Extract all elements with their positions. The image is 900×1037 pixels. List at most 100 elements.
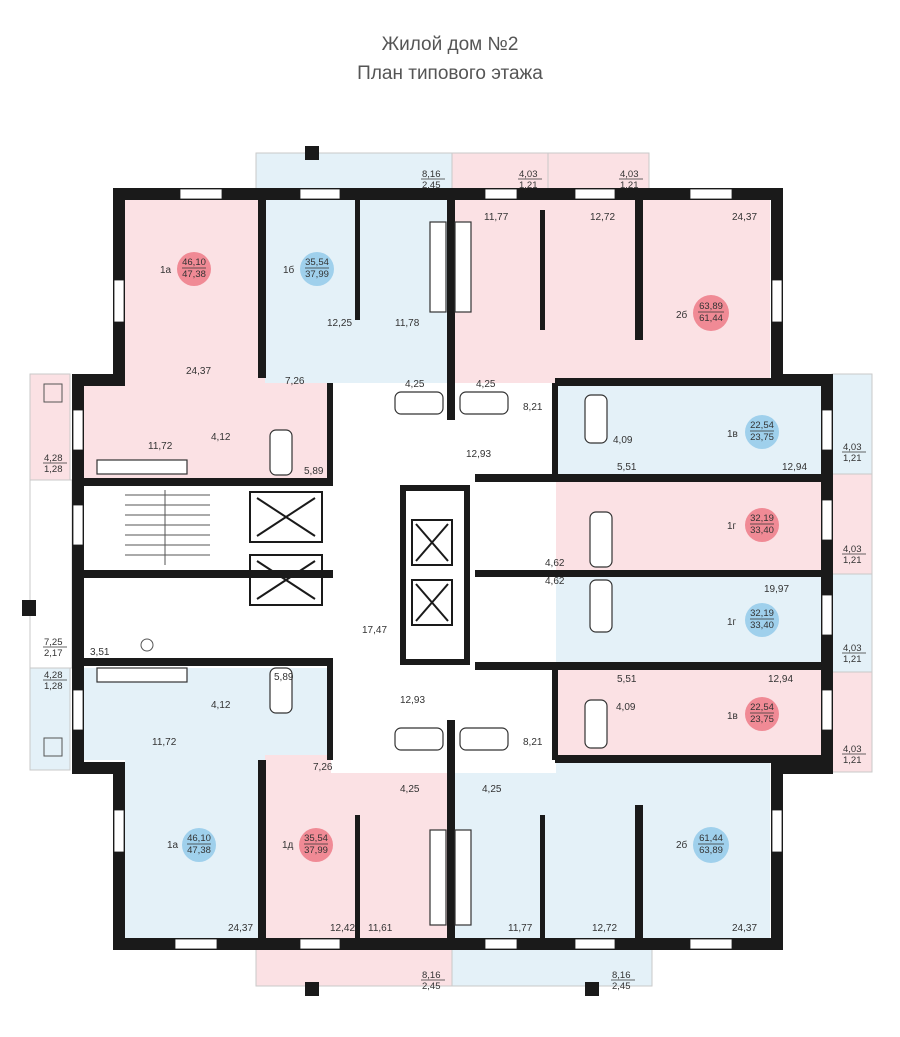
- wall: [821, 374, 833, 772]
- svg-text:46,10: 46,10: [187, 833, 211, 844]
- svg-text:32,19: 32,19: [750, 608, 774, 619]
- svg-text:4,03: 4,03: [843, 442, 862, 453]
- apartment-marker: 1б 35,54 37,99: [283, 252, 334, 286]
- plan-subtitle: План типового этажа: [357, 63, 543, 84]
- balcony-top-right: [547, 152, 650, 192]
- area-label: 11,77: [508, 923, 533, 934]
- apartment-marker: 1а 46,10 47,38: [160, 252, 211, 286]
- svg-text:37,99: 37,99: [305, 269, 329, 280]
- svg-text:47,38: 47,38: [187, 845, 211, 856]
- svg-text:1в: 1в: [727, 429, 738, 440]
- balconies: [22, 146, 873, 996]
- area-label: 7,26: [285, 376, 305, 387]
- wall: [258, 760, 266, 940]
- wall: [83, 478, 333, 486]
- area-label: 17,47: [362, 625, 387, 636]
- area-label: 4,12: [211, 700, 231, 711]
- wall: [771, 762, 833, 774]
- svg-text:23,75: 23,75: [750, 432, 774, 443]
- wall: [447, 200, 455, 420]
- svg-text:33,40: 33,40: [750, 525, 774, 536]
- svg-text:2б: 2б: [676, 309, 688, 321]
- walls: [72, 188, 833, 950]
- wall: [327, 665, 333, 760]
- wall: [400, 485, 406, 665]
- area-label: 19,97: [764, 584, 789, 595]
- wall: [113, 188, 453, 200]
- wall: [72, 374, 84, 772]
- svg-text:1,21: 1,21: [843, 654, 862, 665]
- area-label: 12,93: [466, 449, 491, 460]
- balcony-label: 4,03 1,21: [518, 169, 542, 191]
- wall: [475, 474, 825, 482]
- balcony-label: 4,03 1,21: [842, 544, 866, 566]
- wall: [475, 662, 825, 670]
- area-label: 12,42: [330, 923, 355, 934]
- wall: [113, 762, 125, 948]
- wall: [552, 383, 558, 478]
- wall: [635, 805, 643, 940]
- wall: [771, 762, 783, 948]
- wall: [72, 762, 125, 774]
- wall: [555, 755, 825, 763]
- area-label: 7,26: [313, 762, 333, 773]
- svg-text:32,19: 32,19: [750, 513, 774, 524]
- svg-text:1в: 1в: [727, 711, 738, 722]
- balcony-label: 4,03 1,21: [842, 744, 866, 766]
- apartment-marker: 2б 61,44 63,89: [676, 827, 729, 863]
- balcony-left-mid: [29, 479, 73, 669]
- area-label: 12,72: [590, 212, 615, 223]
- area-label: 5,89: [274, 672, 294, 683]
- area-label: 12,93: [400, 695, 425, 706]
- svg-text:2б: 2б: [676, 839, 688, 851]
- area-label: 4,09: [613, 435, 633, 446]
- balcony-label: 4,28 1,28: [43, 453, 67, 475]
- svg-text:22,54: 22,54: [750, 420, 774, 431]
- svg-text:1,21: 1,21: [519, 180, 538, 191]
- room-2b-top: [450, 198, 770, 383]
- area-label: 5,51: [617, 674, 637, 685]
- apartment-marker: 1в 22,54 23,75: [727, 415, 779, 449]
- area-label: 24,37: [732, 923, 757, 934]
- wall: [635, 200, 643, 340]
- svg-text:4,03: 4,03: [843, 744, 862, 755]
- svg-text:1б: 1б: [283, 264, 295, 276]
- svg-text:8,16: 8,16: [422, 169, 441, 180]
- area-label: 3,51: [90, 647, 110, 658]
- balcony-label: 4,03 1,21: [619, 169, 643, 191]
- room-1a-top: [125, 198, 265, 383]
- svg-text:1,21: 1,21: [843, 555, 862, 566]
- svg-text:1,21: 1,21: [843, 453, 862, 464]
- fixtures: [96, 221, 613, 926]
- area-label: 11,77: [484, 212, 509, 223]
- apartment-marker: 2б 63,89 61,44: [676, 295, 729, 331]
- wall: [540, 815, 545, 940]
- area-label: 5,89: [304, 466, 324, 477]
- svg-text:7,25: 7,25: [44, 637, 63, 648]
- corridor: [331, 383, 556, 773]
- wall: [400, 485, 470, 491]
- balcony-label: 8,16 2,45: [421, 970, 445, 992]
- svg-text:1,28: 1,28: [44, 681, 63, 692]
- svg-text:22,54: 22,54: [750, 702, 774, 713]
- svg-text:1а: 1а: [167, 840, 179, 851]
- area-label: 12,25: [327, 318, 352, 329]
- balcony-post: [22, 600, 36, 616]
- apartment-marker: 1а 46,10 47,38: [167, 828, 216, 862]
- balcony-labels: 8,16 2,45 4,03 1,21 4,03 1,21 4,28 1,28 …: [43, 169, 866, 992]
- balcony-label: 8,16 2,45: [611, 970, 635, 992]
- plan-title: Жилой дом №2: [381, 34, 519, 55]
- area-label: 24,37: [732, 212, 757, 223]
- svg-text:35,54: 35,54: [305, 257, 329, 268]
- svg-text:4,03: 4,03: [843, 643, 862, 654]
- balcony-right-3: [831, 573, 873, 673]
- room-area-labels: 24,37 12,25 11,78 7,26 11,77 12,72 24,37…: [90, 212, 807, 934]
- balcony-post: [305, 982, 319, 996]
- apartment-marker: 1г 32,19 33,40: [727, 603, 779, 637]
- wall: [464, 485, 470, 665]
- balcony-label: 4,03 1,21: [842, 442, 866, 464]
- svg-text:8,16: 8,16: [422, 970, 441, 981]
- wall: [552, 665, 558, 760]
- wall: [555, 378, 825, 386]
